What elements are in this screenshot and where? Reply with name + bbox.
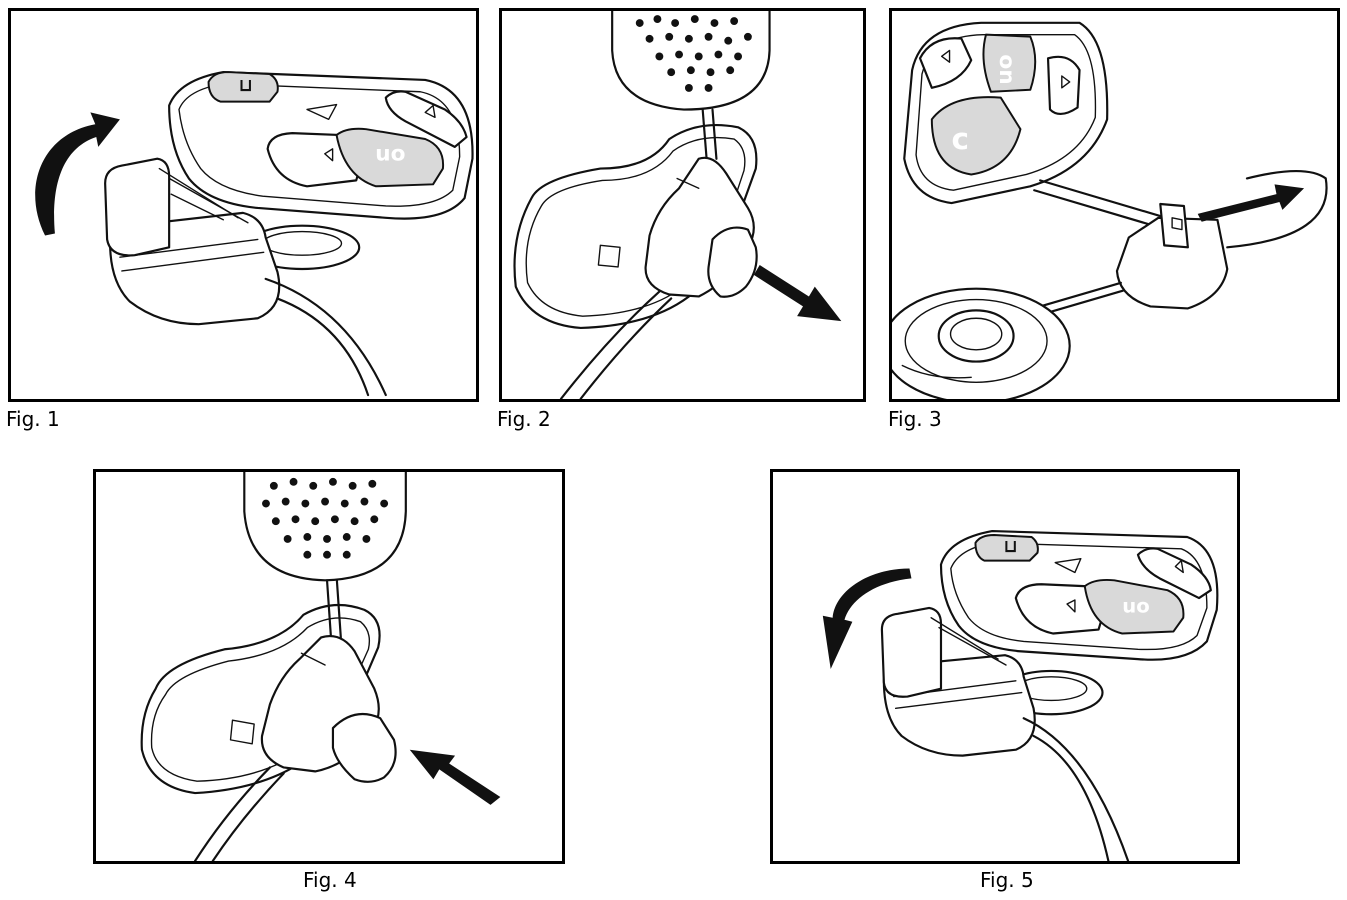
arrow-up-right-icon [1197,184,1305,222]
fig3-on-label: on [994,54,1019,84]
figure-1-caption: Fig. 1 [6,407,60,431]
figure-3-drawing: on c [892,21,1328,399]
figure-5-illustration: ⊓ on [770,469,1240,864]
arrow-up-left-icon [409,749,501,805]
figure-4-illustration [93,469,565,864]
figure-2-drawing [513,11,842,399]
svg-text:⊓: ⊓ [239,75,253,95]
figure-2-illustration [499,8,866,402]
curved-arrow-icon [35,112,120,236]
fig1-on-label: on [375,143,405,168]
svg-text:⊓: ⊓ [1004,536,1018,556]
fig5-on-label: on [1122,597,1150,620]
figure-3-illustration: on c [889,8,1340,402]
figure-1-drawing: ⊓ on [35,70,474,397]
figure-1-illustration: ⊓ on [8,8,479,402]
figure-3-caption: Fig. 3 [888,407,942,431]
arrow-down-right-icon [753,265,842,322]
curved-arrow-icon [822,568,912,669]
figure-5-caption: Fig. 5 [980,868,1034,892]
figure-4-drawing [140,472,501,861]
figure-2-caption: Fig. 2 [497,407,551,431]
figure-4-caption: Fig. 4 [303,868,357,892]
figure-5-drawing: ⊓ on [822,530,1219,861]
fig3-c-label: c [952,122,970,156]
